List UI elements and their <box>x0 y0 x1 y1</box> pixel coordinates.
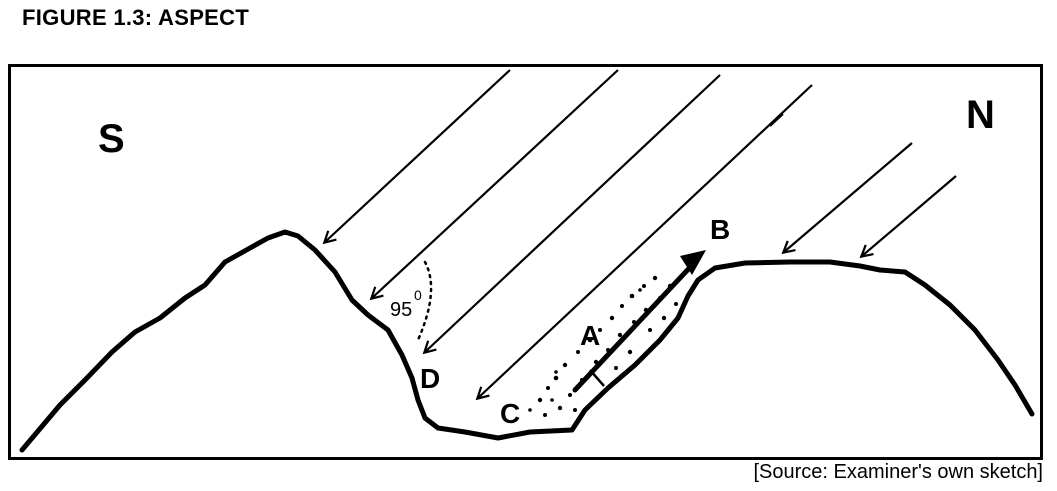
point-d-label: D <box>420 363 440 394</box>
angle-unit: 0 <box>414 287 422 303</box>
sun-ray <box>862 175 957 256</box>
sun-ray <box>372 69 619 298</box>
point-c-label: C <box>500 398 520 429</box>
angle-value: 95 <box>390 299 412 321</box>
diagram-frame <box>8 64 1043 460</box>
slope-arrow-head <box>680 250 706 275</box>
angle-arc <box>416 260 433 342</box>
sun-ray <box>325 69 511 242</box>
point-b-label: B <box>710 214 730 245</box>
ray-tick <box>769 113 784 127</box>
terrain-profile <box>19 229 1035 453</box>
north-label: N <box>966 93 995 137</box>
stipple-area <box>528 275 678 417</box>
source-caption: [Source: Examiner's own sketch] <box>753 461 1044 483</box>
sun-ray <box>784 142 913 252</box>
point-a-label: A <box>580 320 600 351</box>
figure-title: FIGURE 1.3: ASPECT <box>22 5 250 30</box>
sun-ray <box>478 84 813 398</box>
slope-arrow-shaft <box>572 259 698 393</box>
south-label: S <box>98 117 125 161</box>
sun-ray <box>425 74 721 352</box>
slope-tick <box>589 369 605 387</box>
